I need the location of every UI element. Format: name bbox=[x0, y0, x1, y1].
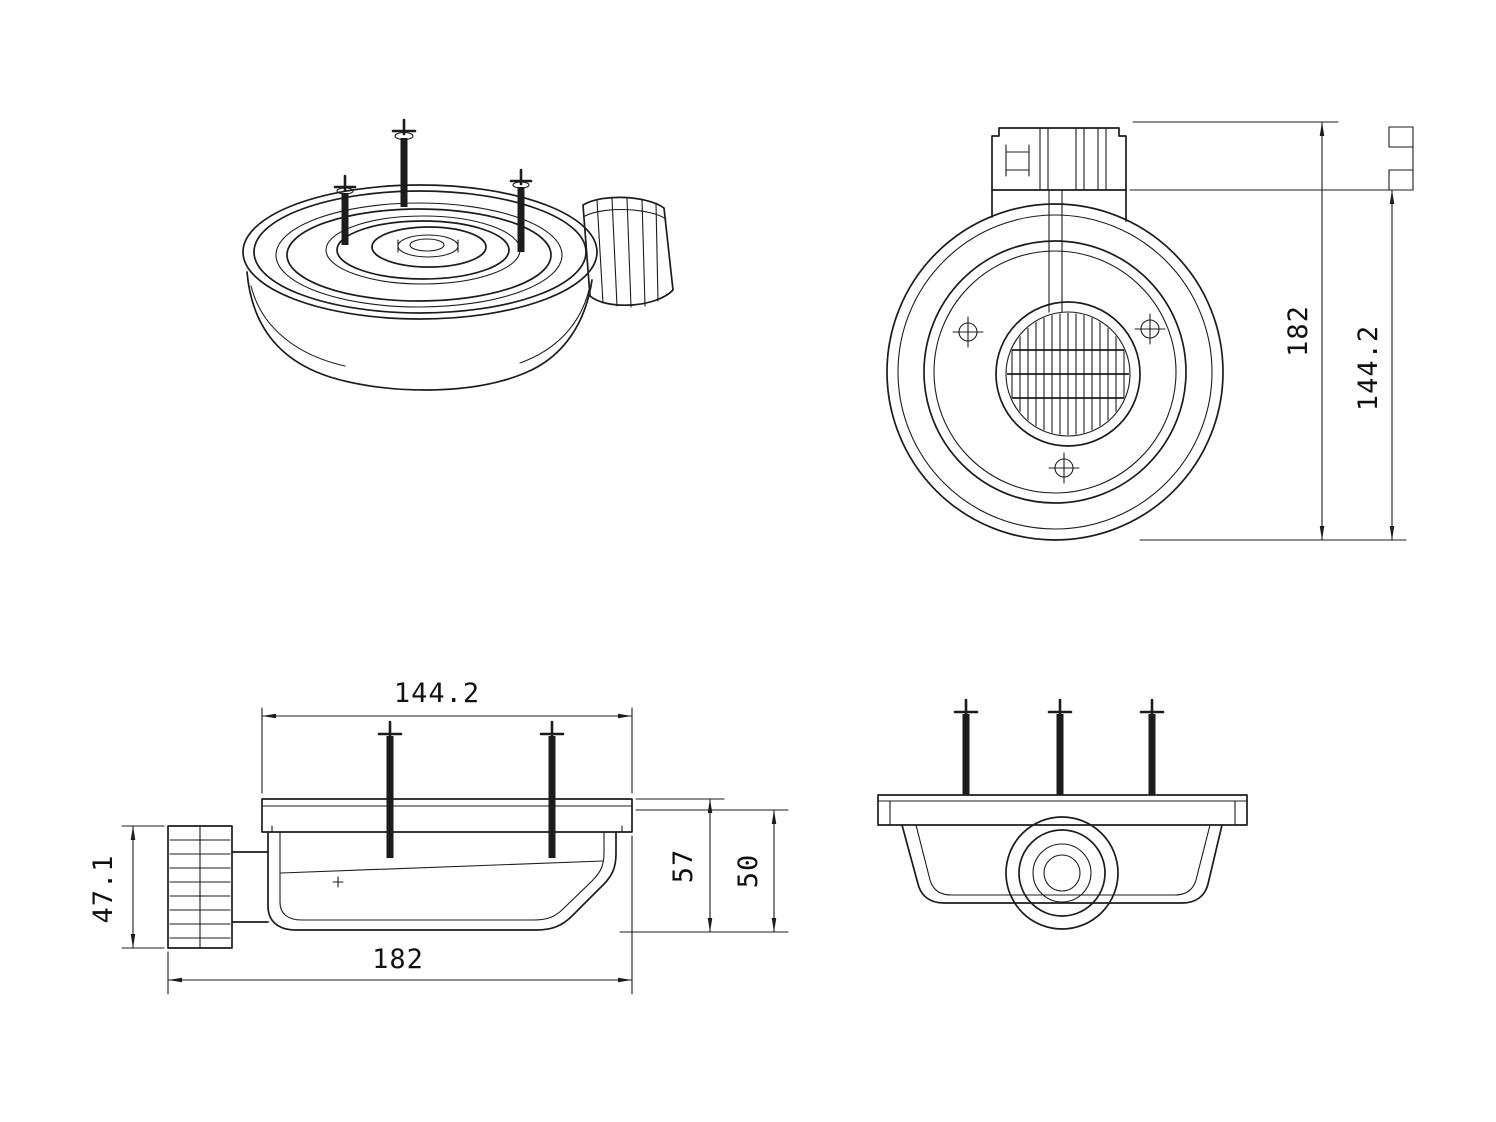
dim-side-nut-height: 47.1 bbox=[88, 825, 165, 949]
screw-marker-right bbox=[1134, 313, 1166, 345]
screw-iso-2 bbox=[333, 174, 357, 245]
dim-side-flange-width: 144.2 bbox=[261, 678, 633, 794]
outlet-front bbox=[1005, 816, 1119, 930]
dim-label-plan-182: 182 bbox=[1283, 305, 1314, 357]
threaded-nut-iso bbox=[582, 196, 674, 308]
dim-side-body-height: 50 bbox=[635, 809, 789, 932]
outlet-pipe-side bbox=[231, 851, 269, 923]
flange-ellipses bbox=[242, 184, 598, 320]
dim-label-side-182: 182 bbox=[372, 944, 424, 975]
bowl-body-front bbox=[901, 824, 1223, 904]
dim-label-side-57: 57 bbox=[668, 849, 699, 884]
dim-plan-flange-height: 144.2 bbox=[1129, 189, 1407, 540]
front-view bbox=[877, 698, 1248, 930]
dim-side-total-height: 57 bbox=[619, 798, 789, 933]
screw-marker-bottom bbox=[1048, 452, 1080, 484]
dim-side-overall-width: 182 bbox=[167, 835, 633, 995]
dim-label-side-50: 50 bbox=[733, 854, 764, 889]
isometric-view bbox=[242, 118, 674, 391]
screw-front-2 bbox=[1047, 698, 1073, 795]
bowl-body-side bbox=[267, 831, 617, 931]
dim-label-side-47-1: 47.1 bbox=[88, 854, 119, 923]
dim-plan-overall-height: 182 bbox=[1132, 121, 1407, 541]
body-circles bbox=[886, 203, 1224, 541]
screw-front-3 bbox=[1139, 698, 1165, 795]
screw-iso-3 bbox=[509, 168, 533, 252]
grate-iso bbox=[371, 226, 487, 268]
bowl-body-iso bbox=[246, 271, 593, 391]
dim-label-side-144-2: 144.2 bbox=[394, 678, 480, 709]
flange-front bbox=[877, 794, 1248, 826]
screw-iso-1 bbox=[391, 118, 417, 207]
outlet-connector-plan bbox=[991, 127, 1127, 313]
dim-label-plan-144-2: 144.2 bbox=[1353, 325, 1384, 411]
screw-side-2 bbox=[539, 720, 565, 858]
grate-plan bbox=[995, 301, 1141, 447]
flange-side bbox=[261, 798, 633, 833]
screw-side-1 bbox=[377, 720, 403, 858]
plan-view: 182 144.2 bbox=[886, 121, 1414, 541]
grate-slats bbox=[1007, 313, 1129, 435]
side-view: 144.2 47.1 57 50 182 bbox=[88, 678, 789, 995]
corner-detail bbox=[1388, 126, 1414, 191]
threaded-nut-side bbox=[167, 825, 233, 949]
screw-front-1 bbox=[953, 698, 979, 795]
screw-marker-left bbox=[952, 316, 984, 348]
